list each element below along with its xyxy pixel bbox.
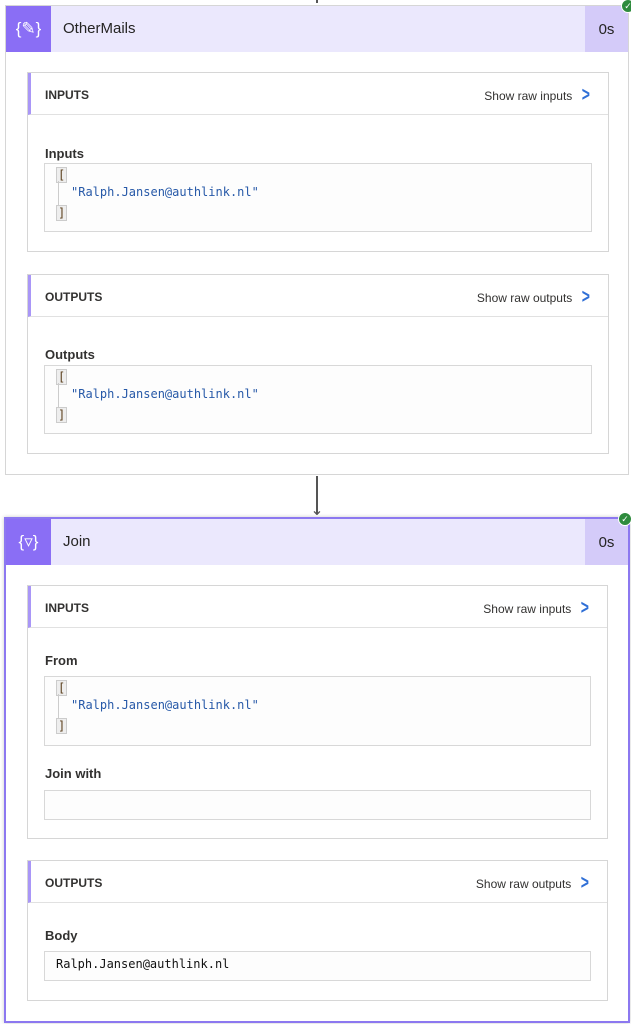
join-with-value [44, 790, 591, 820]
success-check-icon: ✓ [621, 0, 631, 13]
outputs-heading: OUTPUTS [45, 876, 103, 890]
inputs-section: INPUTS Show raw inputs> From [ "Ralph.Ja… [27, 585, 608, 839]
connector-arrow-top [316, 0, 318, 3]
outputs-label: Outputs [45, 347, 95, 362]
action-header[interactable]: {▿} Join 0s [6, 519, 628, 565]
action-header[interactable]: {✎} OtherMails 0s [6, 6, 628, 52]
filter-braces-icon: {▿} [6, 519, 51, 565]
inputs-label: Inputs [45, 146, 84, 161]
body-value: Ralph.Jansen@authlink.nl [44, 951, 591, 981]
show-raw-outputs-link[interactable]: Show raw outputs> [476, 286, 591, 308]
action-title: OtherMails [63, 20, 136, 37]
inputs-heading: INPUTS [45, 88, 90, 102]
action-card-othermails: {✎} OtherMails 0s INPUTS Show raw inputs… [5, 5, 629, 475]
action-duration: 0s [585, 519, 628, 565]
chevron-right-icon: > [582, 286, 591, 308]
show-raw-inputs-link[interactable]: Show raw inputs> [484, 84, 591, 106]
inputs-heading: INPUTS [45, 601, 90, 615]
outputs-value: [ "Ralph.Jansen@authlink.nl" ] [44, 365, 592, 434]
body-label: Body [45, 928, 78, 943]
inputs-section: INPUTS Show raw inputs> Inputs [ "Ralph.… [27, 72, 609, 252]
action-card-join: {▿} Join 0s INPUTS Show raw inputs> From… [4, 517, 630, 1023]
chevron-right-icon: > [581, 597, 590, 619]
action-title: Join [63, 533, 91, 550]
from-value: [ "Ralph.Jansen@authlink.nl" ] [44, 676, 591, 746]
success-check-icon: ✓ [618, 512, 631, 526]
join-with-label: Join with [45, 766, 102, 781]
arrow-head-icon: ⌄ [310, 502, 324, 519]
action-duration: 0s [585, 6, 628, 52]
chevron-right-icon: > [582, 84, 591, 106]
chevron-right-icon: > [581, 872, 590, 894]
show-raw-inputs-link[interactable]: Show raw inputs> [483, 597, 590, 619]
inputs-value: [ "Ralph.Jansen@authlink.nl" ] [44, 163, 592, 232]
outputs-heading: OUTPUTS [45, 290, 103, 304]
outputs-section: OUTPUTS Show raw outputs> Outputs [ "Ral… [27, 274, 609, 454]
show-raw-outputs-link[interactable]: Show raw outputs> [475, 872, 590, 894]
connector-arrow [316, 476, 318, 514]
compose-braces-icon: {✎} [6, 6, 51, 52]
from-label: From [45, 653, 78, 668]
outputs-section: OUTPUTS Show raw outputs> Body Ralph.Jan… [27, 860, 608, 1001]
